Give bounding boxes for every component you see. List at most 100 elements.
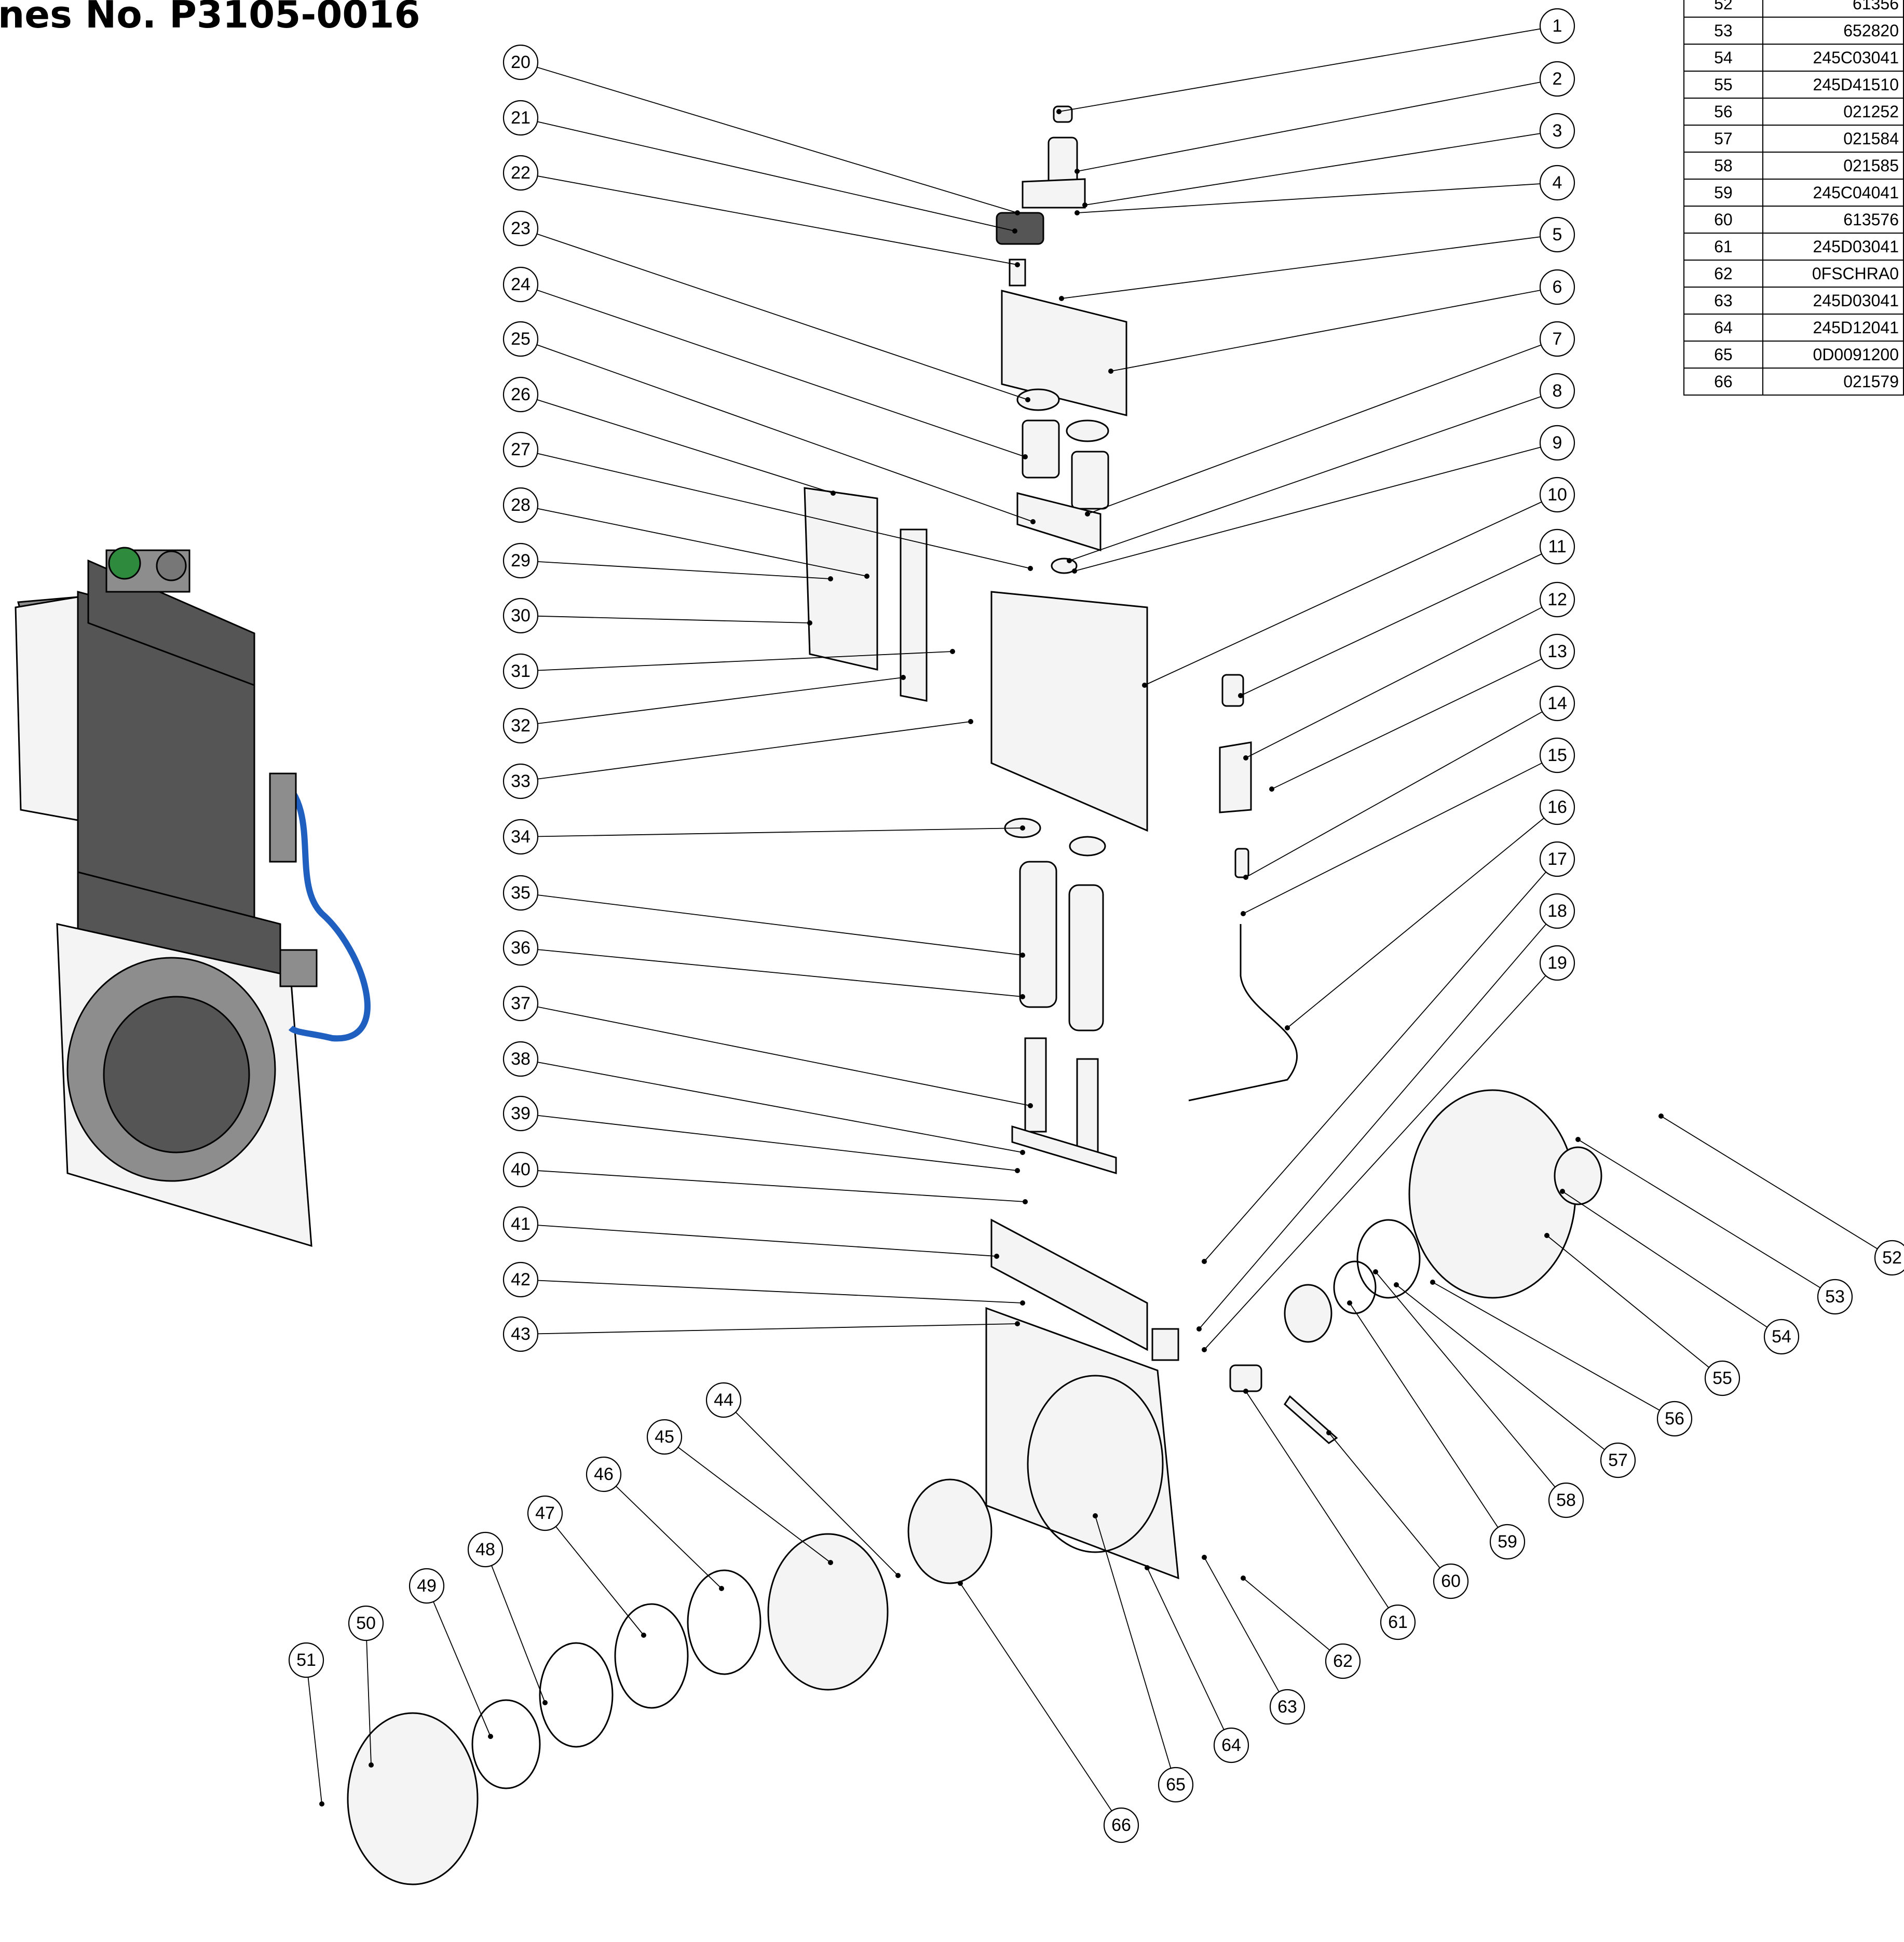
callout-balloon-13: 13	[1539, 633, 1575, 670]
callout-circle	[1539, 528, 1575, 565]
leader-line-66	[960, 1583, 1122, 1826]
leader-arrowhead-2	[1075, 169, 1080, 174]
callout-balloon-5: 5	[1539, 216, 1575, 253]
part-number-cell: 61356	[1762, 0, 1904, 18]
callout-number: 18	[1547, 901, 1567, 921]
callout-circle	[502, 708, 539, 744]
leader-arrowhead-55	[1544, 1233, 1549, 1238]
part-snap-ring-48	[539, 1642, 614, 1748]
callout-circle	[1704, 1360, 1740, 1396]
callout-balloon-8: 8	[1539, 373, 1575, 409]
item-number-cell: 53	[1683, 17, 1763, 45]
callout-balloon-59: 59	[1489, 1524, 1526, 1560]
callout-circle	[348, 1605, 384, 1641]
callout-circle	[1539, 789, 1575, 825]
callout-circle	[1539, 893, 1575, 929]
exploded-parts	[347, 105, 1602, 1885]
callout-number: 46	[594, 1464, 614, 1484]
callout-number: 56	[1665, 1409, 1684, 1429]
callout-number: 29	[511, 551, 531, 571]
leader-line-49	[426, 1585, 491, 1737]
leader-line-20	[520, 62, 1018, 213]
callout-balloon-3: 3	[1539, 113, 1575, 149]
callout-circle	[646, 1419, 683, 1455]
callout-number: 37	[511, 994, 531, 1013]
part-number-cell: 245D12041	[1762, 314, 1904, 342]
callout-number: 57	[1608, 1450, 1628, 1470]
item-number-cell: 65	[1683, 341, 1763, 369]
leader-line-40	[520, 1169, 1026, 1202]
part-valve-body-64	[985, 1307, 1179, 1580]
callout-balloon-64: 64	[1213, 1727, 1249, 1763]
callout-circle	[1103, 1807, 1139, 1843]
callout-number: 48	[475, 1540, 495, 1559]
callout-number: 33	[511, 771, 531, 791]
leader-line-33	[520, 721, 971, 782]
callout-circle	[502, 930, 539, 966]
part-number-cell: 245C03041	[1762, 44, 1904, 72]
callout-number: 5	[1553, 225, 1562, 245]
leader-line-25	[520, 338, 1033, 522]
leader-line-29	[520, 560, 831, 579]
leader-line-6	[1110, 287, 1558, 372]
callout-number: 28	[511, 495, 531, 515]
part-pin-60	[1284, 1395, 1338, 1444]
leader-line-11	[1240, 546, 1558, 696]
part-number-cell: 245C04041	[1762, 179, 1904, 207]
callout-balloon-32: 32	[502, 708, 539, 744]
callout-number: 30	[511, 606, 531, 626]
leader-arrowhead-31	[950, 649, 955, 654]
leader-line-8	[1069, 390, 1558, 561]
callout-balloon-22: 22	[502, 155, 539, 191]
leader-line-59	[1349, 1302, 1508, 1542]
leader-line-61	[1245, 1391, 1398, 1623]
callout-number: 1	[1553, 16, 1562, 36]
part-number-cell: 245D41510	[1762, 71, 1904, 99]
callout-circle	[1656, 1401, 1693, 1437]
callout-number: 26	[511, 385, 531, 404]
leader-arrowhead-6	[1108, 369, 1113, 374]
part-cylinder-body-10	[990, 591, 1148, 832]
callout-balloon-10: 10	[1539, 477, 1575, 513]
callout-balloon-11: 11	[1539, 528, 1575, 565]
callout-balloon-29: 29	[502, 542, 539, 579]
callout-circle	[502, 1206, 539, 1242]
callout-layer: 1234567891011121314151617181920212223242…	[288, 8, 1904, 1843]
callout-circle	[1213, 1727, 1249, 1763]
assembly-sensor	[269, 772, 297, 863]
leader-arrowhead-63	[1202, 1555, 1207, 1560]
leader-line-14	[1245, 703, 1558, 878]
item-number-cell: 62	[1683, 260, 1763, 288]
callout-balloon-40: 40	[502, 1151, 539, 1188]
leader-arrowhead-32	[901, 675, 906, 680]
callout-number: 16	[1547, 797, 1567, 817]
part-fitting-14	[1234, 848, 1249, 878]
leader-line-22	[520, 172, 1018, 265]
callout-circle	[1539, 113, 1575, 149]
assembly-side-port	[279, 949, 318, 987]
callout-balloon-28: 28	[502, 487, 539, 523]
leader-arrowhead-50	[369, 1762, 374, 1768]
callout-circle	[705, 1382, 742, 1418]
leader-line-19	[1204, 962, 1558, 1350]
callout-balloon-34: 34	[502, 819, 539, 855]
part-bracket-12	[1219, 741, 1252, 813]
leader-arrowhead-30	[807, 620, 812, 626]
callout-circle	[1539, 685, 1575, 722]
callout-number: 64	[1221, 1735, 1241, 1755]
callout-number: 31	[511, 661, 531, 681]
part-number-cell: 021585	[1762, 152, 1904, 180]
leader-line-16	[1287, 807, 1558, 1028]
callout-circle	[1539, 373, 1575, 409]
leader-arrowhead-60	[1326, 1430, 1331, 1435]
item-number-cell: 66	[1683, 368, 1763, 396]
callout-number: 58	[1556, 1490, 1576, 1510]
drawing-title: nes No. P3105-0016	[0, 0, 420, 36]
part-oring-59	[1333, 1260, 1377, 1314]
callout-balloon-36: 36	[502, 930, 539, 966]
